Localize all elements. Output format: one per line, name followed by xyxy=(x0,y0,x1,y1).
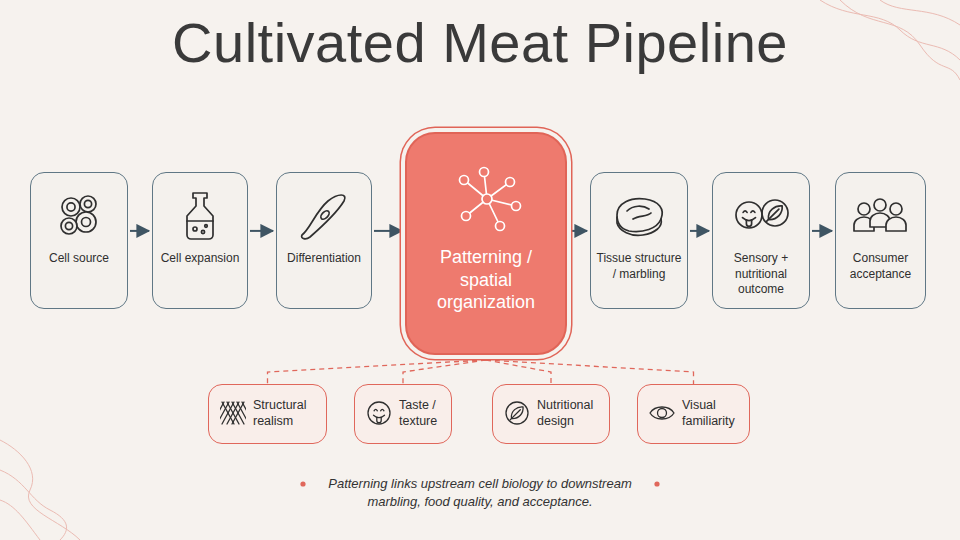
dashed-link xyxy=(268,360,487,384)
process-box: Differentiation xyxy=(276,172,372,309)
node-label: Taste / texture xyxy=(399,398,445,429)
node-label: Cell expansion xyxy=(158,251,242,267)
process-box: Cell source xyxy=(30,172,128,309)
node-label: Sensory + nutritional outcome xyxy=(718,251,804,298)
node-label: Differentiation xyxy=(282,251,366,267)
node-label: Visual familiarity xyxy=(682,398,743,429)
caption-bullet xyxy=(300,481,305,486)
icon xyxy=(850,185,910,245)
diagram-title: Cultivated Meat Pipeline xyxy=(0,10,960,75)
icon xyxy=(649,400,675,426)
highlight-box: Patterning / spatial organization xyxy=(405,132,567,355)
corner-squiggle xyxy=(840,0,960,80)
process-box: Consumer acceptance xyxy=(835,172,926,309)
node-label: Tissue structure / marbling xyxy=(596,251,682,282)
flow-arrow xyxy=(374,230,402,232)
node-label: Cell source xyxy=(36,251,122,267)
flow-arrow xyxy=(250,230,273,232)
benefit-pill: Structural realism xyxy=(208,384,327,444)
dashed-link xyxy=(403,360,486,384)
node-label: Nutritional design xyxy=(537,398,603,429)
process-box: Sensory + nutritional outcome xyxy=(712,172,810,309)
caption-note: Patterning links upstream cell biology t… xyxy=(312,475,648,510)
icon xyxy=(731,185,791,245)
flow-arrow xyxy=(812,230,832,232)
benefit-pill: Visual familiarity xyxy=(637,384,750,444)
icon xyxy=(170,185,230,245)
icon xyxy=(452,164,522,234)
corner-squiggle xyxy=(0,470,67,540)
icon xyxy=(49,185,109,245)
corner-squiggle xyxy=(820,0,960,60)
corner-squiggle xyxy=(0,500,40,540)
benefit-pill: Nutritional design xyxy=(492,384,610,444)
benefit-pill: Taste / texture xyxy=(354,384,452,444)
corner-squiggle xyxy=(880,0,960,25)
flow-arrow xyxy=(690,230,709,232)
flow-arrow xyxy=(569,230,587,232)
icon xyxy=(366,400,392,426)
process-box: Cell expansion xyxy=(152,172,248,309)
icon xyxy=(220,400,246,426)
process-box: Tissue structure / marbling xyxy=(590,172,688,309)
flow-arrow xyxy=(130,230,149,232)
node-label: Structural realism xyxy=(253,398,320,429)
icon xyxy=(609,185,669,245)
icon xyxy=(294,185,354,245)
icon xyxy=(504,400,530,426)
node-label: Patterning / spatial organization xyxy=(417,246,555,314)
node-label: Consumer acceptance xyxy=(841,251,920,282)
dashed-link xyxy=(486,360,694,384)
corner-squiggle xyxy=(0,440,80,540)
caption-bullet xyxy=(654,481,659,486)
